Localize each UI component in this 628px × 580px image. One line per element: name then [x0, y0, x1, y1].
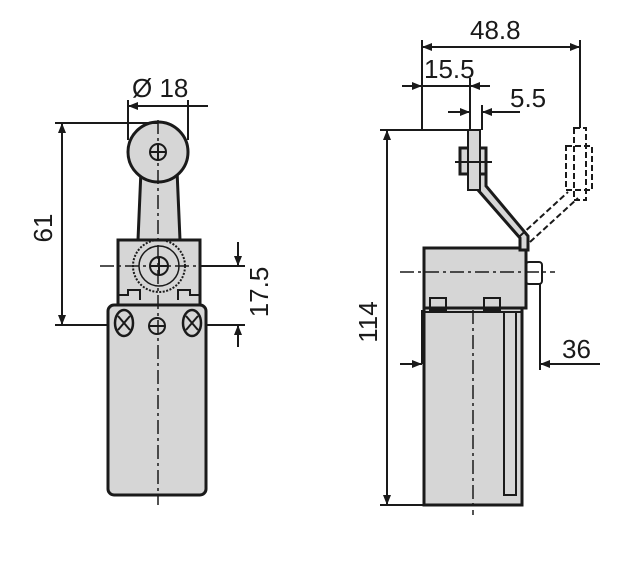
alt-lever-position	[519, 127, 593, 243]
label-height-61: 61	[28, 214, 58, 243]
side-view	[422, 146, 530, 507]
label-height-114: 114	[353, 301, 383, 342]
front-view	[106, 120, 208, 497]
shaft-nut	[525, 261, 543, 285]
label-reach-48-8: 48.8	[470, 15, 521, 45]
center-screw	[148, 317, 166, 335]
label-head-17-5: 17.5	[244, 267, 274, 318]
mount-screw-right	[181, 308, 203, 338]
label-roller-diameter: Ø 18	[132, 73, 188, 103]
mount-screw-left	[113, 308, 135, 338]
label-width-5-5: 5.5	[510, 83, 546, 113]
label-depth-36: 36	[562, 334, 591, 364]
label-offset-15-5: 15.5	[424, 54, 475, 84]
